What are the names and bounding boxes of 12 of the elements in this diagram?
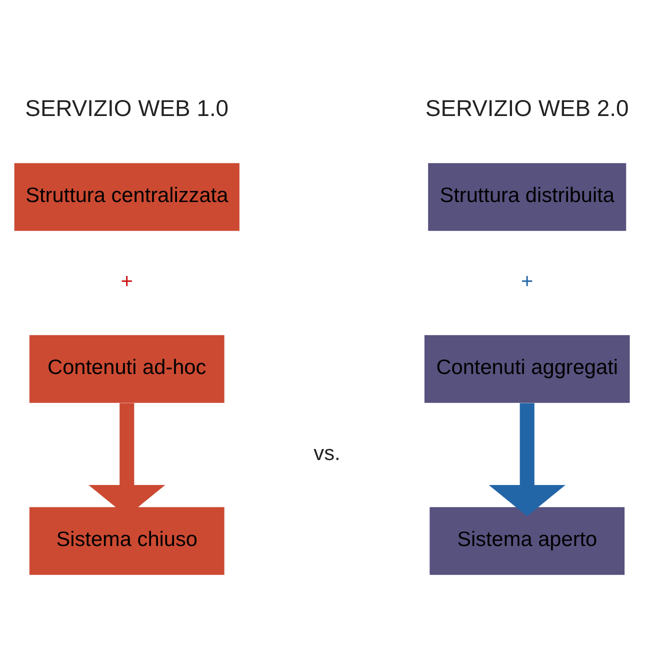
node-box: Sistema aperto xyxy=(430,506,625,574)
node-box: Struttura distribuita xyxy=(428,162,626,230)
node-box: Sistema chiuso xyxy=(29,506,224,574)
node-box: Struttura centralizzata xyxy=(14,162,240,230)
label: SERVIZIO WEB 1.0 xyxy=(25,94,229,120)
label: vs. xyxy=(314,442,340,465)
label: SERVIZIO WEB 2.0 xyxy=(425,94,629,120)
node-box: Contenuti aggregati xyxy=(424,334,630,402)
label: + xyxy=(521,270,534,293)
node-box: Contenuti ad-hoc xyxy=(29,334,224,402)
label: + xyxy=(120,270,133,293)
arrow xyxy=(488,402,566,516)
